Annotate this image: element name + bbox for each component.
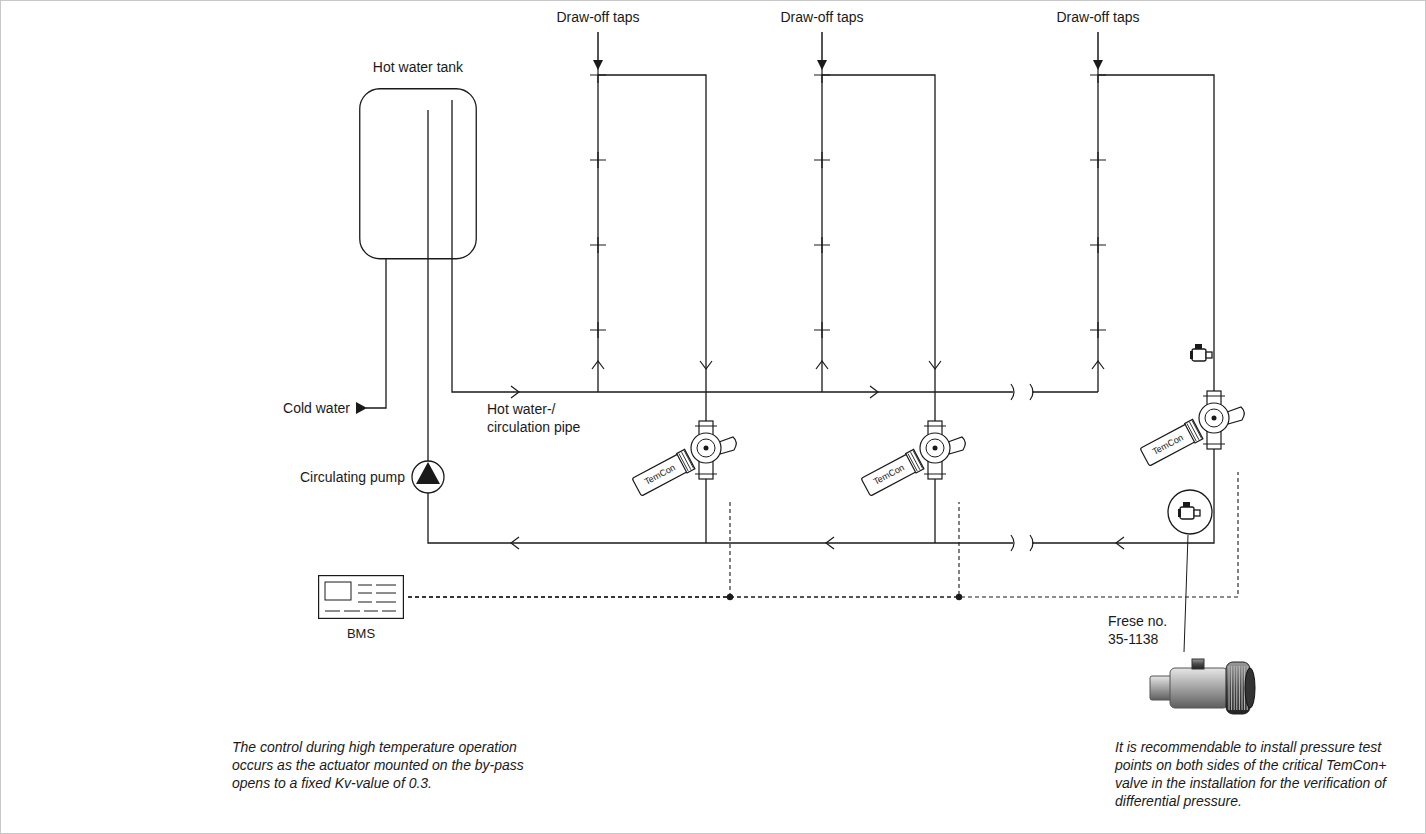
bms-signal-wire [408, 502, 959, 597]
knurl-line [1236, 666, 1237, 710]
pipe-label: Cold water [283, 399, 350, 417]
flow-chevrons [511, 361, 1124, 549]
pipe-break [1011, 384, 1033, 551]
temcon-valve: TemCon [859, 420, 969, 502]
tap-cross [590, 237, 606, 253]
temcon-valve: TemCon [1138, 390, 1248, 472]
node-label: Hot water tank [359, 58, 477, 76]
bms-signal-wire [408, 502, 730, 597]
tap-crosses [590, 67, 1106, 338]
knurl-line [1234, 666, 1235, 710]
tap-cross [814, 322, 830, 338]
tank-outline [359, 88, 477, 260]
node-label: BMS [318, 625, 404, 642]
note: It is recommendable to install pressure … [1115, 738, 1410, 810]
tap-cross [1090, 237, 1106, 253]
wire-junction [727, 594, 733, 600]
tap-cross [1090, 67, 1106, 83]
draw-off-arrows [593, 32, 1103, 70]
valve-body [630, 420, 740, 502]
tap-cross [814, 237, 830, 253]
tap-cross [590, 322, 606, 338]
pressure-test-point [1190, 344, 1212, 361]
temcon-valve: TemCon [630, 420, 740, 502]
tank: Hot water tank [359, 58, 477, 260]
knurl-line [1242, 666, 1243, 710]
tap-cross [814, 67, 830, 83]
tap-cross [814, 152, 830, 168]
valve-body [859, 420, 969, 502]
bms-signal-wire [408, 472, 1238, 597]
cold-water-inlet [356, 402, 367, 414]
circulating-pump [412, 461, 444, 493]
tap-cross [590, 67, 606, 83]
pump-label: Circulating pump [300, 468, 405, 486]
bms-panel-outline [318, 575, 404, 619]
wire-junction [956, 594, 962, 600]
tap-cross [590, 152, 606, 168]
pipes [366, 75, 1214, 543]
pressure-test-point-callout [1168, 490, 1212, 652]
knurl-line [1229, 666, 1230, 710]
knurl-line [1231, 666, 1232, 710]
tap-label: Draw-off taps [1057, 8, 1140, 26]
pipe-label: Hot water-/ circulation pipe [487, 400, 599, 436]
part-number: Frese no. 35-1138 [1108, 612, 1174, 648]
tap-cross [1090, 152, 1106, 168]
note: The control during high temperature oper… [232, 738, 542, 792]
tap-label: Draw-off taps [781, 8, 864, 26]
tap-cross [1090, 322, 1106, 338]
bms-panel: BMS [318, 575, 408, 642]
frese-test-point-photo [1150, 659, 1255, 714]
knurl-line [1239, 666, 1240, 710]
tap-label: Draw-off taps [557, 8, 640, 26]
valve-body [1138, 390, 1248, 472]
